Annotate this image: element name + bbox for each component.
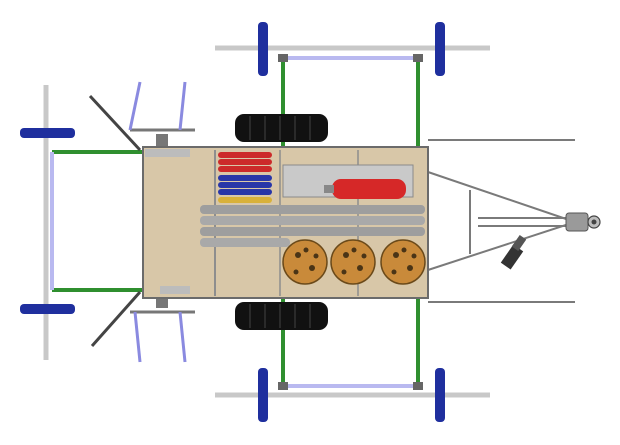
stacked-plates	[218, 152, 272, 203]
hub-left-bottom	[258, 368, 268, 422]
jack	[500, 234, 527, 270]
hub-front-bottom	[20, 304, 75, 314]
tires	[235, 114, 328, 330]
hub-front-top	[20, 128, 75, 138]
hub-right-bottom	[435, 368, 445, 422]
spherical-loads	[282, 239, 426, 285]
hub-left-top	[258, 22, 268, 76]
top-outrigger	[215, 22, 490, 150]
hub-right-top	[435, 22, 445, 76]
pipes	[200, 205, 425, 247]
tongue-hitch	[565, 212, 601, 232]
bottom-outrigger	[215, 292, 490, 422]
gas-cylinder	[282, 164, 414, 199]
tongue-frame	[427, 139, 576, 303]
